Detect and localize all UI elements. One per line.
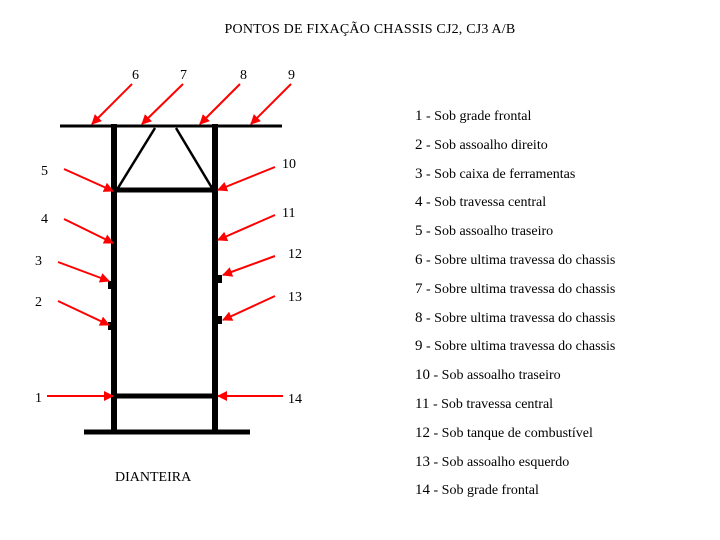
legend-item: 8 - Sobre ultima travessa do chassis [415,308,615,337]
legend-number: 9 [415,338,423,355]
legend-number: 6 [415,251,423,268]
point-label: 9 [288,68,295,83]
legend-number: 7 [415,280,423,297]
legend-text: - Sob assoalho traseiro [430,368,561,384]
point-label: 7 [180,68,187,83]
legend-text: - Sob assoalho esquerdo [430,454,570,470]
legend-text: - Sob assoalho traseiro [422,224,554,240]
bracket [108,322,112,330]
arrow-12 [222,255,276,277]
arrow-9 [250,83,292,125]
legend-item: 5 - Sob assoalho traseiro [415,221,615,250]
point-label: 6 [132,68,139,83]
legend-item: 11 - Sob travessa central [415,394,615,423]
point-label: 1 [35,391,42,406]
legend-item: 1 - Sob grade frontal [415,106,615,135]
number-labels: 6 7 8 9 5 4 3 2 1 10 11 12 13 14 DIANTEI… [35,68,302,485]
arrow-4 [63,218,114,244]
legend-text: - Sobre ultima travessa do chassis [422,310,616,326]
legend-text: - Sob travessa central [422,195,547,211]
legend-number: 3 [415,165,423,182]
bracket [218,316,222,324]
legend-number: 13 [415,453,430,470]
legend-text: - Sob tanque de combustível [430,425,593,441]
arrow-8 [199,83,241,125]
legend-item: 14 - Sob grade frontal [415,480,615,509]
brace-left [116,127,157,189]
legend-item: 7 - Sobre ultima travessa do chassis [415,279,615,308]
chassis-frame [60,124,282,435]
legend-text: - Sob grade frontal [422,109,532,124]
point-label: 13 [288,290,302,305]
legend-number: 4 [415,194,423,211]
legend-text: - Sobre ultima travessa do chassis [422,252,616,268]
legend-item: 6 - Sobre ultima travessa do chassis [415,250,615,279]
point-label: 10 [282,157,296,172]
arrow-10 [217,166,276,192]
legend-number: 12 [415,424,430,441]
diagram-title: PONTOS DE FIXAÇÃO CHASSIS CJ2, CJ3 A/B [224,22,516,37]
legend-text: - Sobre ultima travessa do chassis [422,339,616,355]
legend-text: - Sob assoalho direito [422,137,548,153]
arrow-7 [141,83,184,125]
legend-item: 9 - Sobre ultima travessa do chassis [415,336,615,365]
legend-item: 2 - Sob assoalho direito [415,135,615,164]
arrow-13 [222,295,276,321]
arrow-5 [63,168,114,192]
arrow-11 [217,214,276,241]
point-label: 3 [35,254,42,269]
legend-text: - Sob caixa de ferramentas [422,166,576,182]
legend-text: - Sobre ultima travessa do chassis [422,281,616,297]
legend-number: 5 [415,223,423,240]
point-label: 2 [35,295,42,310]
legend-item: 12 - Sob tanque de combustível [415,423,615,452]
legend-number: 1 [415,108,423,124]
legend-number: 14 [415,482,430,499]
legend-item: 10 - Sob assoalho traseiro [415,365,615,394]
bracket [218,275,222,283]
arrow-6 [91,83,133,125]
legend-number: 11 [415,395,430,412]
legend-number: 10 [415,367,430,384]
point-label: 4 [41,212,48,227]
arrows [47,83,292,401]
brace-right [174,127,214,189]
legend-text: - Sob travessa central [429,396,554,412]
bracket [108,281,112,289]
arrow-2 [57,300,110,326]
point-label: 8 [240,68,247,83]
point-label: 11 [282,206,295,221]
legend-item: 4 - Sob travessa central [415,192,615,221]
point-label: 14 [288,392,302,407]
point-label: 12 [288,247,302,262]
legend-number: 2 [415,136,423,153]
legend-item: 13 - Sob assoalho esquerdo [415,452,615,481]
arrow-3 [57,261,110,283]
legend-text: - Sob grade frontal [430,483,539,499]
mount-brackets [108,275,222,330]
point-label: 5 [41,164,48,179]
legend-item: 3 - Sob caixa de ferramentas [415,164,615,193]
legend-number: 8 [415,309,423,326]
front-label: DIANTEIRA [115,470,192,485]
